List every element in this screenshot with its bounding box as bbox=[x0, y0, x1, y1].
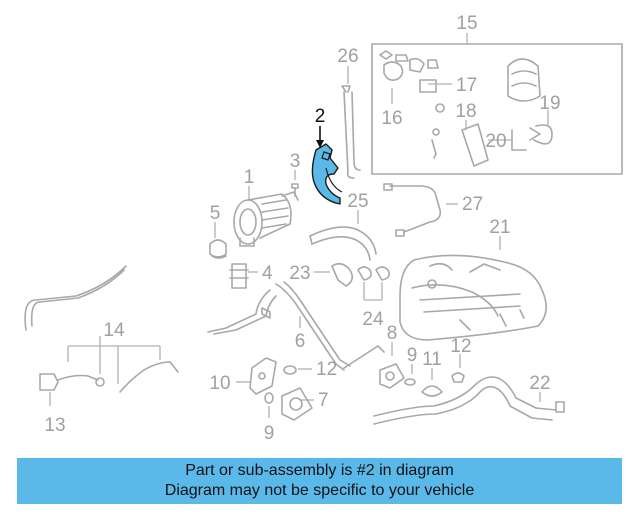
banner-line-2: Diagram may not be specific to your vehi… bbox=[164, 482, 475, 499]
callout-7: 7 bbox=[318, 390, 329, 411]
hose-25 bbox=[309, 210, 377, 261]
hose-23 bbox=[314, 262, 354, 287]
callout-labels: 15 26 17 18 19 16 20 2 3 1 5 25 27 21 4 … bbox=[44, 13, 560, 444]
lines-14 bbox=[24, 265, 179, 393]
callout-27: 27 bbox=[462, 194, 483, 215]
clamps-24 bbox=[357, 266, 390, 301]
valve-13 bbox=[39, 373, 59, 406]
callout-22: 22 bbox=[529, 373, 550, 394]
valve-7 bbox=[281, 387, 314, 421]
oring-12 bbox=[283, 365, 312, 375]
callout-4: 4 bbox=[262, 263, 273, 284]
callout-10: 10 bbox=[209, 373, 230, 394]
oring-9-lower bbox=[264, 392, 274, 418]
callout-15: 15 bbox=[456, 13, 477, 34]
callout-5: 5 bbox=[210, 203, 221, 224]
kit-leaders bbox=[391, 83, 549, 141]
callout-1: 1 bbox=[244, 167, 255, 188]
pipe-6 bbox=[207, 281, 385, 371]
hose-26 bbox=[341, 66, 361, 179]
clip-12 bbox=[451, 354, 465, 383]
pipe-27 bbox=[383, 183, 458, 237]
canister-21 bbox=[399, 236, 547, 341]
callout-24: 24 bbox=[362, 309, 384, 330]
callout-6: 6 bbox=[295, 331, 306, 352]
callout-16: 16 bbox=[381, 108, 402, 129]
callout-2: 2 bbox=[315, 106, 326, 127]
isolator-4 bbox=[229, 263, 258, 289]
callout-12-right: 12 bbox=[450, 336, 471, 357]
bracket-2-highlighted bbox=[311, 126, 343, 205]
callout-9-lower: 9 bbox=[264, 423, 275, 444]
callout-9-right: 9 bbox=[407, 345, 418, 366]
callout-26: 26 bbox=[337, 46, 358, 67]
callout-14: 14 bbox=[103, 320, 125, 341]
kit-small-parts bbox=[379, 50, 553, 167]
air-pump-1 bbox=[233, 186, 299, 247]
callout-17: 17 bbox=[456, 75, 477, 96]
info-banner: Part or sub-assembly is #2 in diagram Di… bbox=[17, 458, 622, 504]
oring-9 bbox=[404, 364, 416, 386]
callout-21: 21 bbox=[489, 217, 510, 238]
callout-8: 8 bbox=[387, 323, 398, 344]
hose-22 bbox=[373, 376, 565, 425]
banner-line-1: Part or sub-assembly is #2 in diagram bbox=[185, 462, 454, 479]
kit-box-15 bbox=[371, 33, 623, 175]
callout-11: 11 bbox=[422, 349, 442, 370]
callout-23: 23 bbox=[289, 263, 310, 284]
callout-19: 19 bbox=[539, 93, 560, 114]
parts-diagram: 15 26 17 18 19 16 20 2 3 1 5 25 27 21 4 … bbox=[24, 13, 623, 444]
callout-12-center: 12 bbox=[316, 359, 337, 380]
callout-20: 20 bbox=[485, 131, 506, 152]
callout-13: 13 bbox=[44, 415, 65, 436]
valve-8 bbox=[379, 342, 405, 389]
callout-18: 18 bbox=[455, 101, 476, 122]
bracket-10 bbox=[236, 357, 277, 395]
callout-3: 3 bbox=[290, 151, 301, 172]
grommet-5 bbox=[209, 222, 227, 259]
gasket-11 bbox=[421, 368, 443, 397]
callout-25: 25 bbox=[347, 191, 368, 212]
